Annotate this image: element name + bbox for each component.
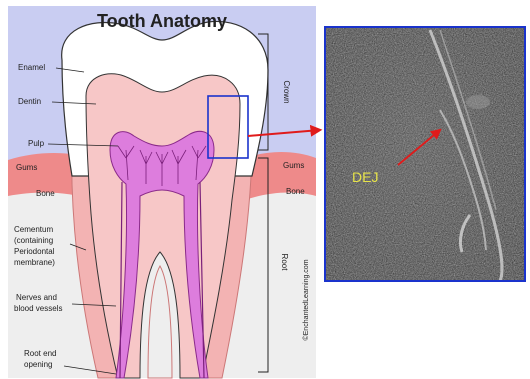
- label-nerves-1: Nerves and: [16, 293, 57, 302]
- watermark: ©EnchantedLearning.com: [302, 259, 310, 340]
- label-cementum-3: Periodontal: [14, 247, 55, 256]
- diagram-title: Tooth Anatomy: [97, 11, 227, 31]
- label-pulp: Pulp: [28, 139, 45, 148]
- label-rootend-1: Root end: [24, 349, 56, 358]
- label-crown: Crown: [282, 80, 291, 103]
- label-rootend-2: opening: [24, 360, 52, 369]
- label-cementum-4: membrane): [14, 258, 55, 267]
- label-cementum-1: Cementum: [14, 225, 53, 234]
- label-enamel: Enamel: [18, 63, 45, 72]
- tooth-diagram: Tooth Anatomy Enamel Dentin Pulp Gums Bo…: [8, 6, 320, 378]
- dej-label: DEJ: [352, 169, 378, 185]
- label-dentin: Dentin: [18, 97, 41, 106]
- label-root: Root: [280, 254, 289, 272]
- label-gums-left: Gums: [16, 163, 37, 172]
- label-cementum-2: (containing: [14, 236, 53, 245]
- label-bone-left: Bone: [36, 189, 55, 198]
- label-gums-right: Gums: [283, 161, 304, 170]
- oct-micrograph: DEJ: [325, 27, 525, 281]
- label-nerves-2: blood vessels: [14, 304, 62, 313]
- label-bone-right: Bone: [286, 187, 305, 196]
